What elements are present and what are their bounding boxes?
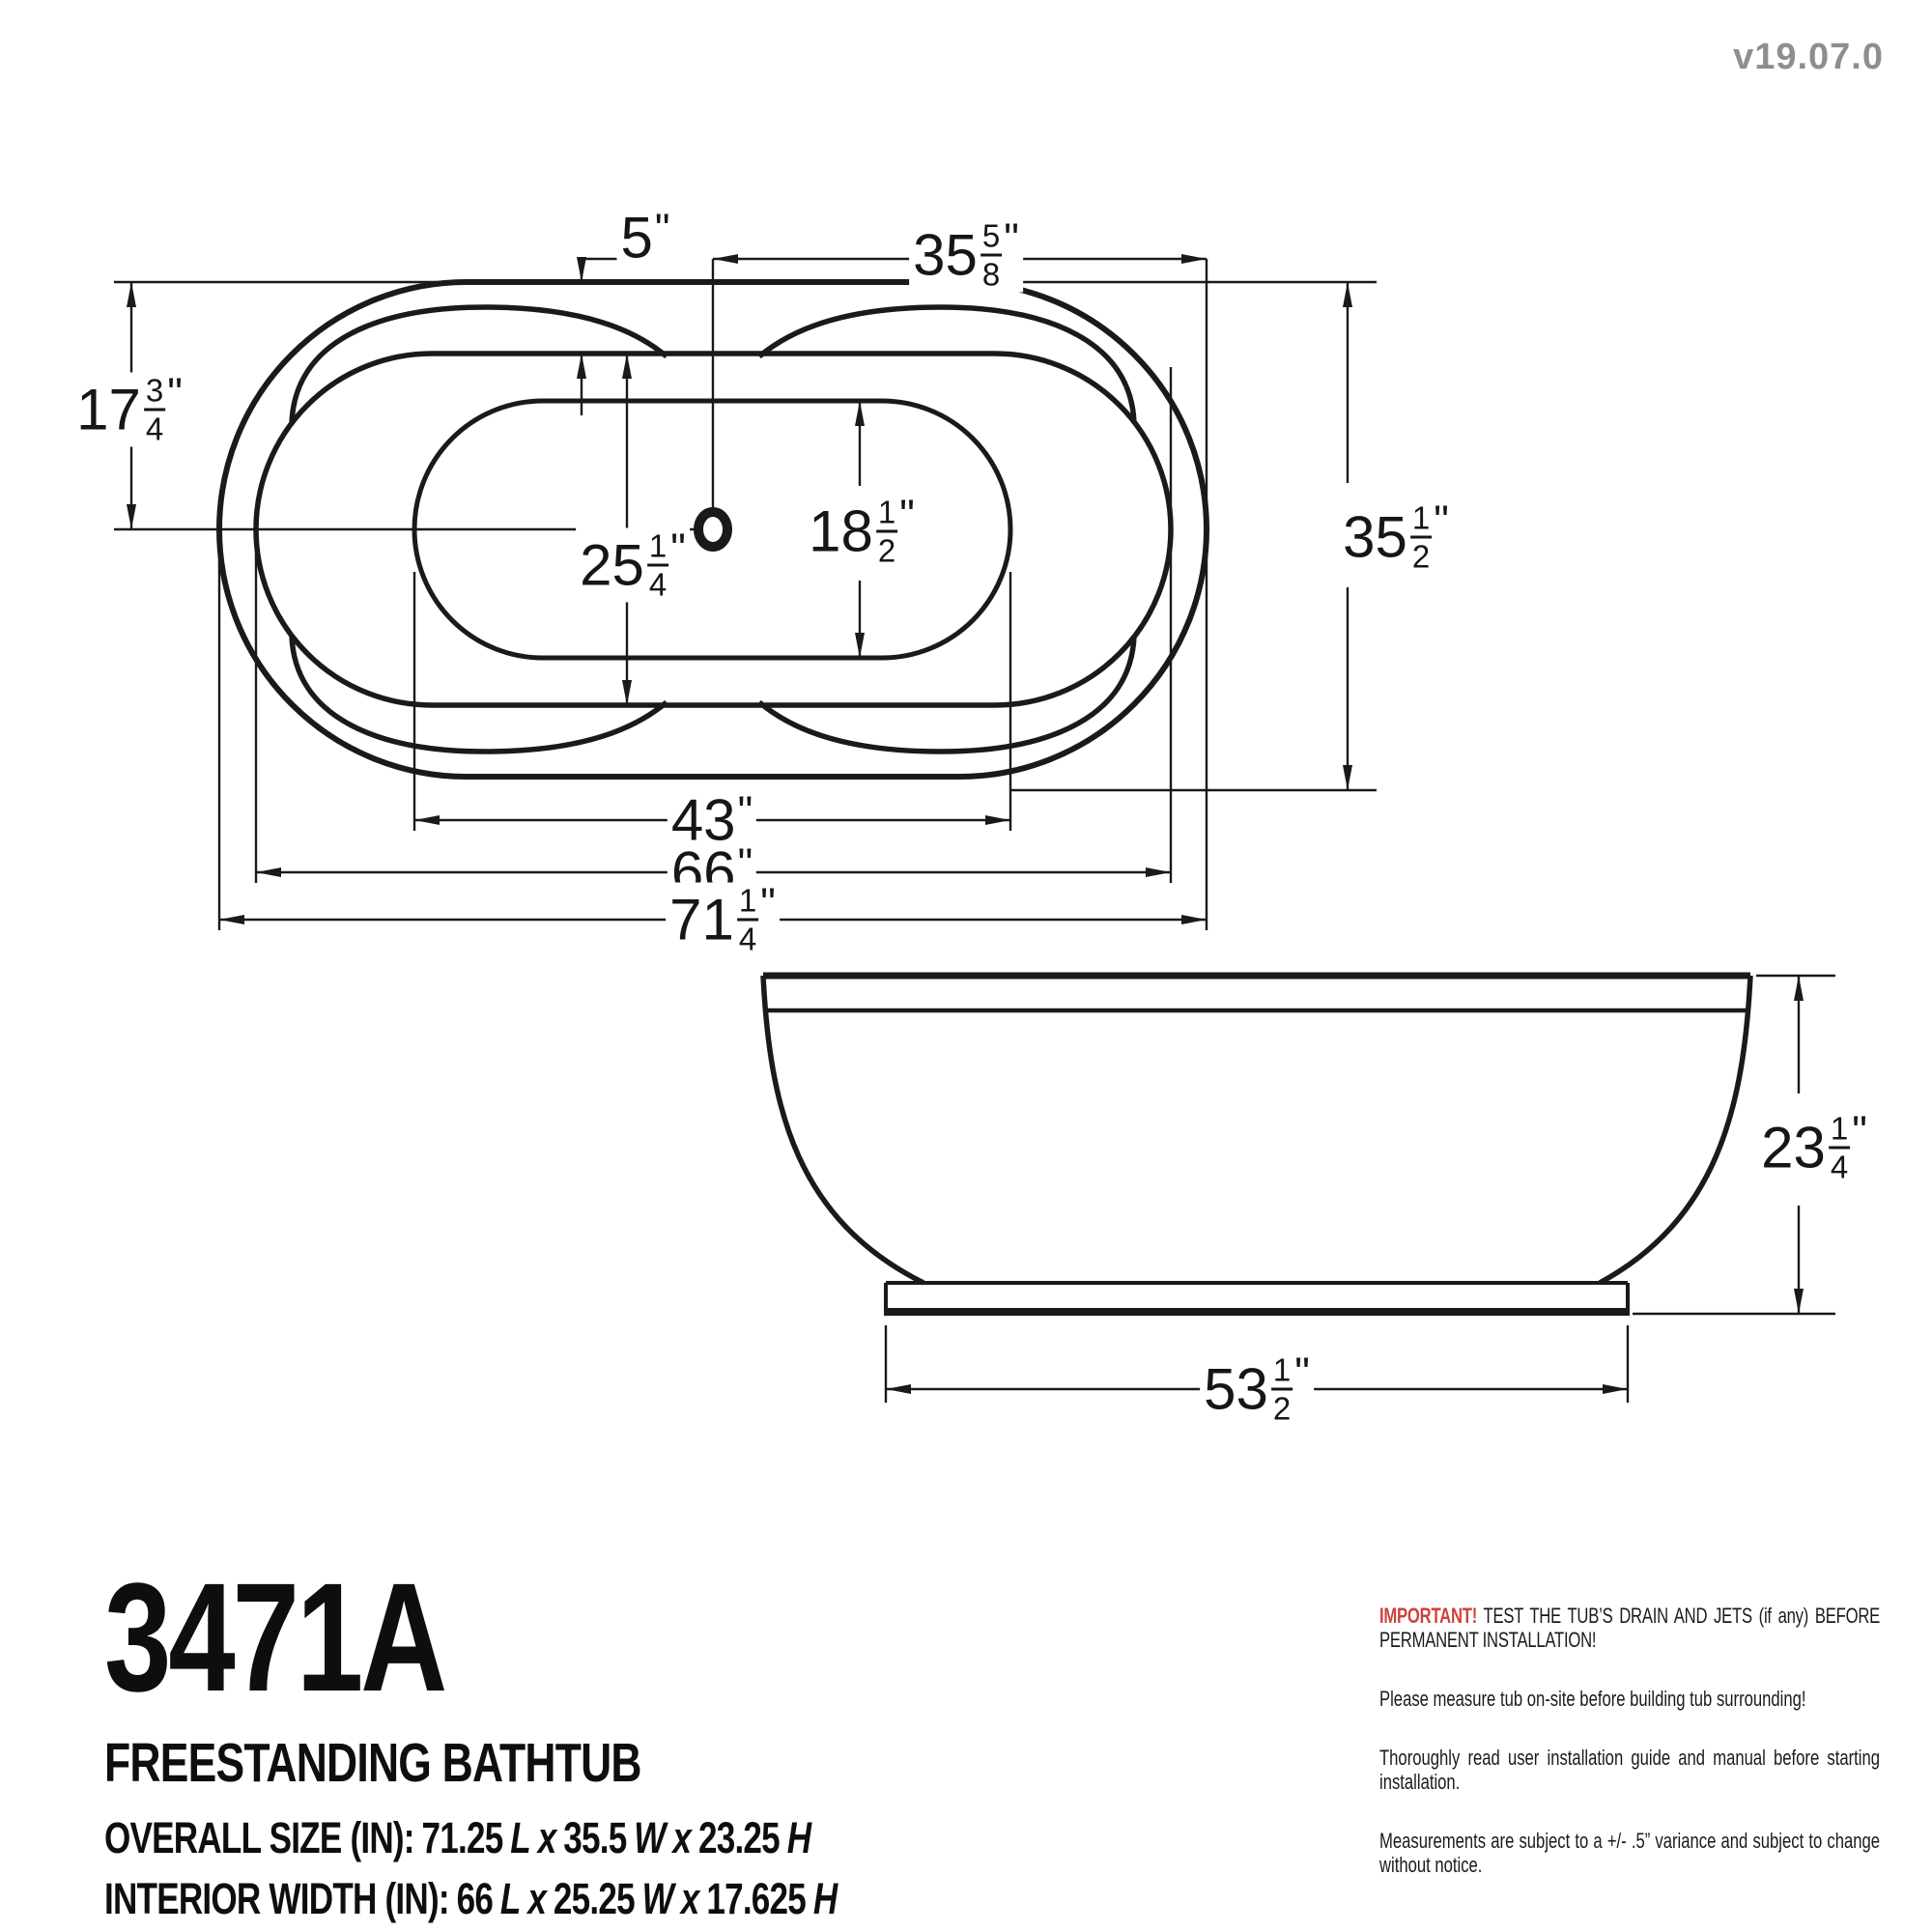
side-view <box>760 972 1753 1316</box>
product-type: FREESTANDING BATHTUB <box>104 1732 642 1794</box>
interior-wall-curve-top-left <box>289 304 668 424</box>
version-label: v19.07.0 <box>1733 37 1884 77</box>
rim-top-offset-label: 5" <box>616 208 674 268</box>
notice-paragraphs: Please measure tub on-site before buildi… <box>1379 1687 1880 1877</box>
interior-wall-curve-bottom-left <box>289 635 668 754</box>
drain-icon <box>694 507 732 552</box>
interior-wall-curve-top-right <box>757 304 1137 424</box>
tub-inner-rim <box>253 351 1174 708</box>
notice-paragraph: Thoroughly read user installation guide … <box>1379 1746 1880 1794</box>
base-sides <box>884 1283 1630 1312</box>
bathing-well <box>412 398 1013 661</box>
overall-width-dim-line <box>1009 282 1377 792</box>
notice-paragraph: Measurements are subject to a +/- .5” va… <box>1379 1829 1880 1877</box>
side-left-wall <box>760 975 925 1286</box>
side-right-wall <box>1598 975 1753 1286</box>
interior-wall-curve-bottom-right <box>757 635 1137 754</box>
important-label: IMPORTANT! <box>1379 1604 1478 1628</box>
well-length-label: 43" <box>667 790 757 850</box>
notices-block: IMPORTANT! TEST THE TUB’S DRAIN AND JETS… <box>1379 1604 1880 1912</box>
overall-height-dim-line <box>1633 974 1835 1316</box>
dimension-arrows <box>127 254 1804 1394</box>
notice-important: IMPORTANT! TEST THE TUB’S DRAIN AND JETS… <box>1379 1604 1880 1652</box>
notice-paragraph: Please measure tub on-site before buildi… <box>1379 1687 1806 1711</box>
top-view <box>216 279 1209 780</box>
product-block: 3471A FREESTANDING BATHTUB OVERALL SIZE … <box>104 1550 838 1923</box>
model-number: 3471A <box>104 1550 447 1723</box>
important-text: TEST THE TUB’S DRAIN AND JETS (if any) B… <box>1379 1604 1881 1652</box>
tub-outer-rim <box>216 279 1209 780</box>
